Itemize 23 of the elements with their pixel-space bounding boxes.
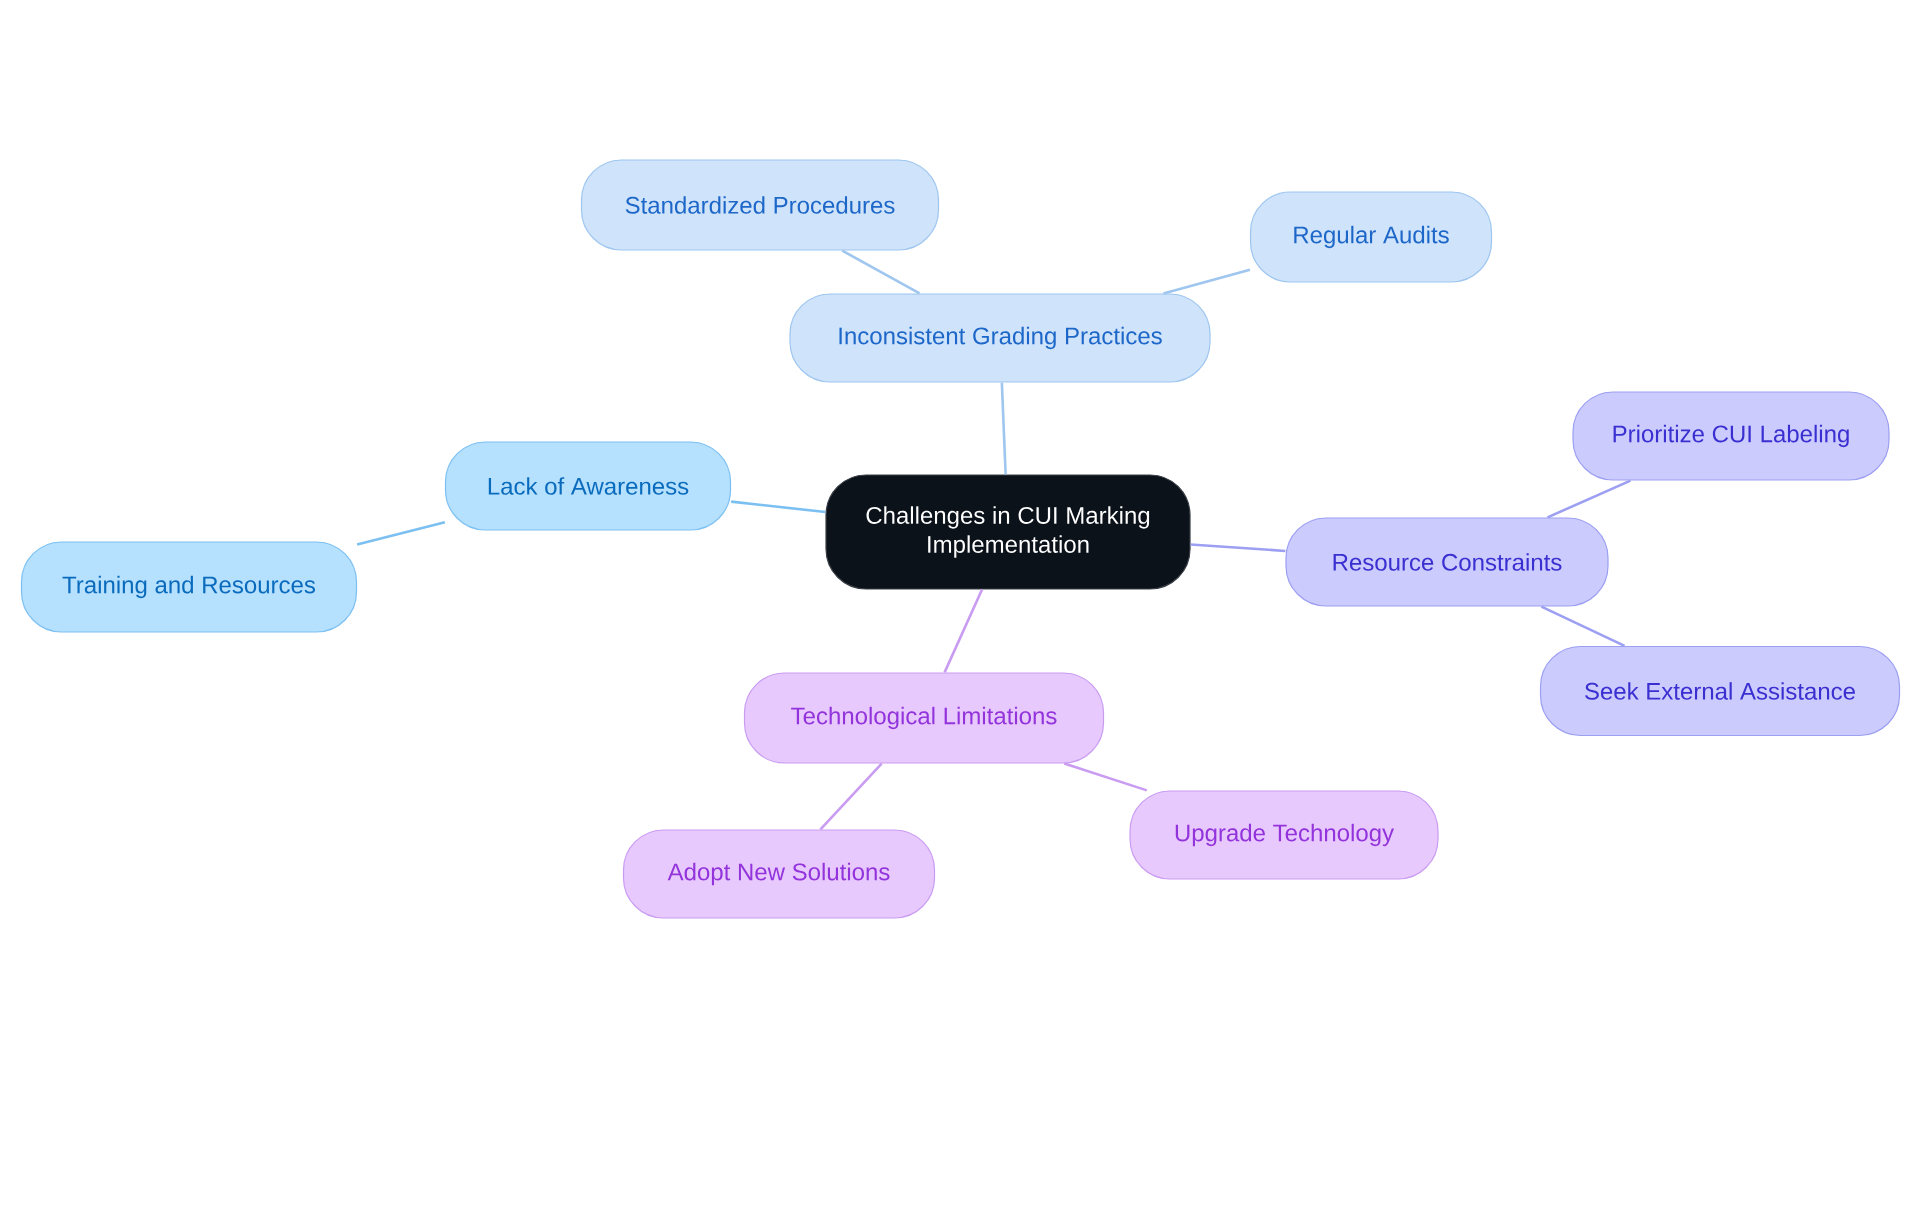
- topic-box: Regular Audits: [1249, 191, 1493, 283]
- connector-line: [1163, 268, 1251, 295]
- topic-box: Technological Limitations: [743, 672, 1105, 764]
- central-topic-box: Challenges in CUI Marking Implementation: [825, 474, 1191, 590]
- connector-line: [1540, 605, 1626, 648]
- topic-box: Upgrade Technology: [1129, 790, 1439, 880]
- connector-line: [1190, 543, 1286, 553]
- connector-line: [1063, 762, 1148, 792]
- connector-line: [841, 249, 921, 295]
- connector-line: [819, 762, 883, 831]
- topic-box: Adopt New Solutions: [622, 829, 936, 919]
- topic-box: Prioritize CUI Labeling: [1572, 391, 1890, 481]
- connector-line: [943, 589, 984, 673]
- topic-box: Standardized Procedures: [580, 159, 940, 251]
- topic-box: Training and Resources: [20, 541, 358, 633]
- connector-line: [1547, 479, 1632, 519]
- connector-line: [730, 500, 826, 514]
- topic-box: Inconsistent Grading Practices: [789, 293, 1211, 383]
- topic-box: Lack of Awareness: [444, 441, 732, 531]
- topic-box: Seek External Assistance: [1539, 645, 1901, 737]
- connector-line: [356, 520, 446, 546]
- connector-line: [1000, 382, 1007, 475]
- topic-box: Resource Constraints: [1285, 517, 1609, 607]
